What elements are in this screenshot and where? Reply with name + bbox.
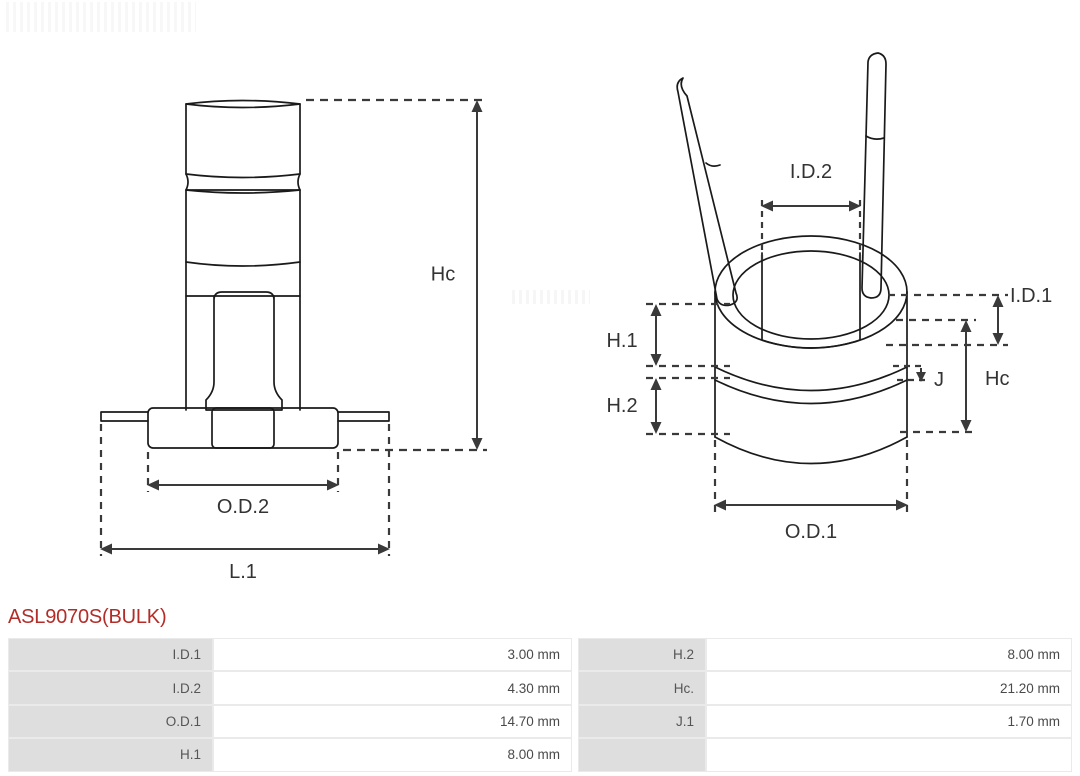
table-row: Hc. 21.20 mm [578, 671, 1072, 705]
table-row: J.1 1.70 mm [578, 704, 1072, 739]
dim-label-od2: O.D.2 [217, 496, 269, 518]
spec-table-left-body: I.D.1 3.00 mm I.D.2 4.30 mm O.D.1 14.70 … [8, 638, 572, 772]
dim-label-hc-right: Hc [985, 368, 1009, 390]
table-row: H.1 8.00 mm [8, 738, 572, 772]
right-view-dimensions [646, 200, 1008, 512]
spec-value: 4.30 mm [213, 671, 572, 705]
dim-label-id2: I.D.2 [790, 161, 832, 183]
spec-value: 8.00 mm [706, 638, 1072, 672]
spec-label: J.1 [578, 704, 706, 739]
spec-value [706, 738, 1072, 772]
table-row: I.D.2 4.30 mm [8, 671, 572, 705]
dim-label-id1: I.D.1 [1010, 285, 1052, 307]
spec-table-left: I.D.1 3.00 mm I.D.2 4.30 mm O.D.1 14.70 … [8, 638, 572, 772]
spec-value: 8.00 mm [213, 738, 572, 772]
spec-value: 21.20 mm [706, 671, 1072, 705]
dim-label-h1: H.1 [606, 330, 637, 352]
right-isometric-view [676, 52, 908, 465]
table-row: O.D.1 14.70 mm [8, 704, 572, 739]
spec-label: Hc. [578, 671, 706, 705]
table-row [578, 738, 1072, 772]
spec-label [578, 738, 706, 772]
dim-label-hc-left: Hc [431, 263, 455, 285]
spec-table-right: H.2 8.00 mm Hc. 21.20 mm J.1 1.70 mm [578, 638, 1072, 772]
technical-drawing: Hc O.D.2 L.1 [6, 2, 1052, 583]
dim-label-h2: H.2 [606, 395, 637, 417]
spec-label: I.D.1 [8, 638, 213, 672]
spec-value: 3.00 mm [213, 638, 572, 672]
left-view-dimensions [99, 98, 487, 556]
dim-label-od1: O.D.1 [785, 521, 837, 543]
spec-label: H.2 [578, 638, 706, 672]
spec-value: 14.70 mm [213, 704, 572, 739]
spec-table-right-body: H.2 8.00 mm Hc. 21.20 mm J.1 1.70 mm [578, 638, 1072, 772]
spec-value: 1.70 mm [706, 704, 1072, 739]
left-side-view [100, 99, 390, 449]
drawing-canvas: Hc O.D.2 L.1 [99, 52, 1052, 583]
dim-label-l1: L.1 [229, 561, 257, 583]
spec-label: O.D.1 [8, 704, 213, 739]
table-row: H.2 8.00 mm [578, 638, 1072, 672]
table-row: I.D.1 3.00 mm [8, 638, 572, 672]
dim-label-j: J [934, 369, 944, 391]
spec-label: I.D.2 [8, 671, 213, 705]
part-number-title: ASL9070S(BULK) [8, 606, 167, 628]
spec-label: H.1 [8, 738, 213, 772]
